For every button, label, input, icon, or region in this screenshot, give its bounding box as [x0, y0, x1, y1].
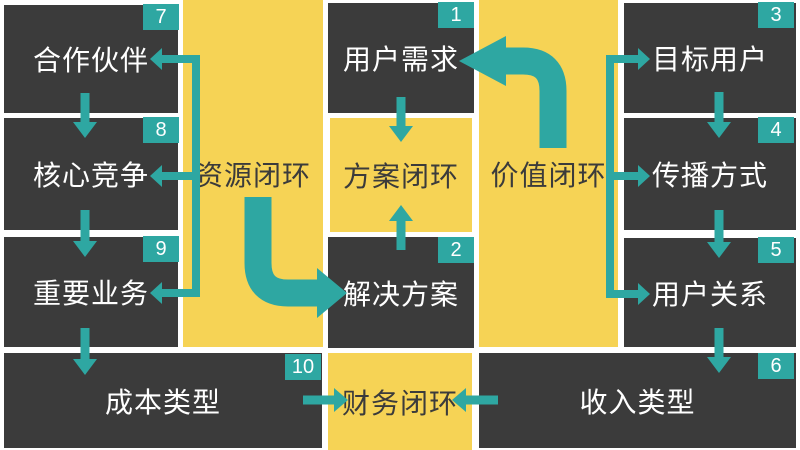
- partners-label: 合作伙伴: [32, 45, 149, 76]
- spread-way-label: 传播方式: [651, 160, 768, 191]
- core-compete-box: 核心竞争: [4, 118, 178, 230]
- core-compete-label: 核心竞争: [32, 160, 149, 191]
- solution-loop-label: 方案闭环: [342, 161, 459, 192]
- badge-3: 3: [758, 2, 794, 28]
- revenue-type-box: 收入类型: [479, 353, 796, 448]
- badge-8: 8: [143, 117, 179, 143]
- badge-5: 5: [758, 237, 794, 263]
- resource-loop-label: 资源闭环: [194, 159, 311, 191]
- badge-2: 2: [438, 237, 474, 263]
- badge-4: 4: [758, 117, 794, 143]
- value-loop-column: 价值闭环: [479, 0, 618, 347]
- badge-9: 9: [143, 236, 179, 262]
- user-need-label: 用户需求: [342, 44, 459, 75]
- key-business-label: 重要业务: [32, 278, 149, 309]
- finance-loop-box: 财务闭环: [328, 353, 472, 450]
- user-relation-label: 用户关系: [651, 278, 768, 310]
- finance-loop-label: 财务闭环: [341, 387, 458, 419]
- cost-type-box: 成本类型: [4, 353, 322, 448]
- target-user-label: 目标用户: [651, 44, 768, 75]
- badge-7: 7: [143, 4, 179, 30]
- solution-loop-box: 方案闭环: [330, 118, 472, 232]
- solution-label: 解决方案: [342, 278, 459, 310]
- badge-10: 10: [285, 354, 321, 380]
- value-loop-label: 价值闭环: [490, 159, 607, 191]
- resource-loop-column: 资源闭环: [183, 0, 323, 347]
- badge-6: 6: [758, 353, 794, 379]
- cost-type-label: 成本类型: [104, 386, 221, 418]
- badge-1: 1: [438, 2, 474, 28]
- revenue-type-label: 收入类型: [579, 386, 696, 418]
